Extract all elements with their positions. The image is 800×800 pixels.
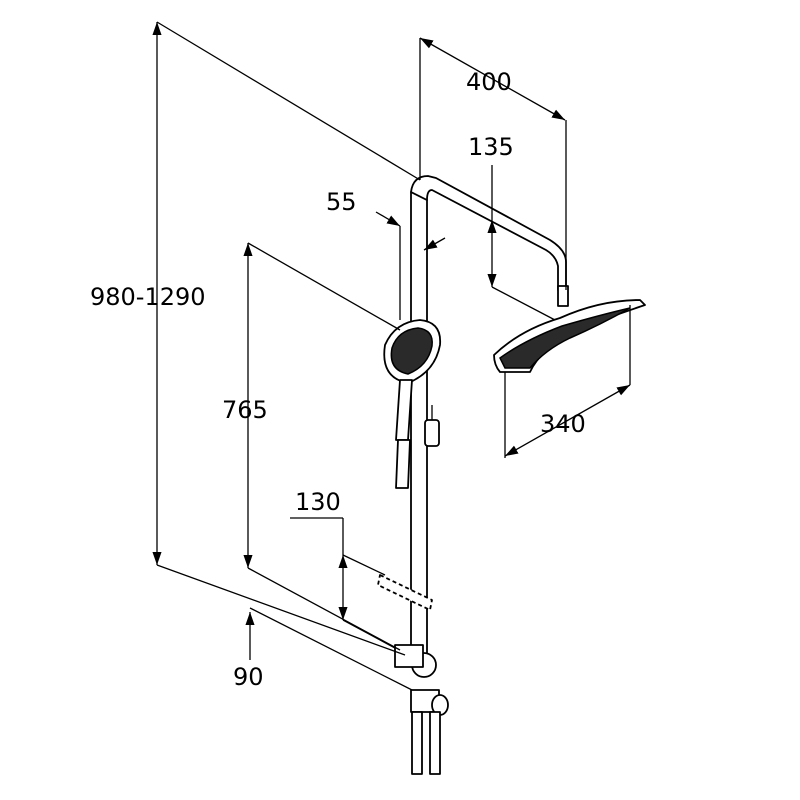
- hand-shower: [383, 319, 442, 489]
- dimension-wall-distance: [245, 607, 413, 691]
- label-wall-distance: 90: [233, 663, 264, 691]
- label-total-height: 980-1290: [90, 283, 206, 311]
- label-head-drop: 135: [468, 133, 514, 161]
- label-arm-length: 400: [466, 68, 512, 96]
- mixer-connection: [377, 574, 449, 775]
- label-head-width: 340: [540, 410, 586, 438]
- overhead-shower-head: [493, 285, 646, 373]
- dimension-head-drop: [487, 165, 556, 321]
- label-hand-shower-height: 765: [222, 396, 268, 424]
- dimension-arm-length: [419, 37, 567, 290]
- label-hand-shower-offset: 55: [326, 188, 357, 216]
- label-holder-offset: 130: [295, 488, 341, 516]
- dimension-hand-shower-offset: [375, 211, 446, 320]
- dimension-hand-shower-height: [243, 242, 401, 651]
- dimension-total-height: [152, 21, 421, 656]
- dimension-holder-offset: [290, 517, 396, 649]
- dimension-head-width: [504, 305, 631, 458]
